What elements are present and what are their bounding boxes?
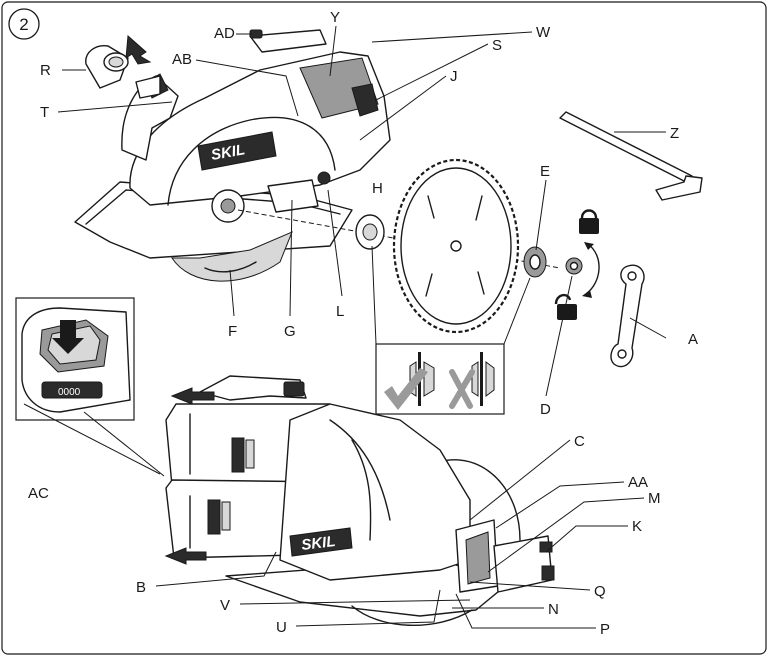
label-AC: AC <box>28 485 49 502</box>
battery-gauge-text: 0000 <box>58 387 81 398</box>
label-V: V <box>220 597 230 614</box>
brand-badge <box>197 131 277 171</box>
lock-open-icon <box>554 293 577 320</box>
label-W: W <box>536 24 551 41</box>
brand-badge-bottom <box>289 527 353 557</box>
label-S: S <box>492 37 502 54</box>
label-F: F <box>228 323 237 340</box>
hex-key <box>559 111 703 201</box>
label-G: G <box>284 323 296 340</box>
blade-orientation-inset <box>371 245 531 415</box>
label-T: T <box>40 104 49 121</box>
arrow-icon <box>170 387 215 405</box>
saw-bottom-view: SKIL <box>164 375 555 626</box>
label-A: A <box>688 331 698 348</box>
label-Y: Y <box>330 9 340 26</box>
arbor-nut <box>220 198 236 214</box>
label-P: P <box>600 621 610 638</box>
blade-bolt <box>565 257 583 275</box>
bottom-top-handle <box>199 375 307 401</box>
arrow-icon <box>164 547 207 565</box>
label-R: R <box>40 62 51 79</box>
label-Q: Q <box>594 583 606 600</box>
saw-blade <box>392 158 520 334</box>
top-handle <box>249 29 327 53</box>
figure-number-badge: 2 <box>8 8 40 40</box>
dust-adapter <box>85 45 129 89</box>
label-C: C <box>574 433 585 450</box>
label-L: L <box>336 303 344 320</box>
blade-wrench <box>610 264 645 368</box>
check-mark-icon <box>384 368 428 410</box>
label-K: K <box>632 518 642 535</box>
saw-top-view: SKIL <box>74 29 391 282</box>
label-J: J <box>450 68 458 85</box>
label-B: B <box>136 579 146 596</box>
battery-detail-inset: 0000 <box>15 297 165 477</box>
label-AB: AB <box>172 51 192 68</box>
label-E: E <box>540 163 550 180</box>
label-N: N <box>548 601 559 618</box>
cross-mark-icon <box>449 369 475 409</box>
figure-number: 2 <box>19 15 28 34</box>
bevel-bracket <box>267 179 319 213</box>
leader-lines <box>57 25 667 629</box>
part-labels: AD Y W R AB S T J Z H E L F G A D C AC A… <box>28 9 698 638</box>
label-AD: AD <box>214 25 235 42</box>
brand-text-bottom: SKIL <box>300 533 336 554</box>
label-D: D <box>540 401 551 418</box>
arrow-icon <box>52 320 84 354</box>
lower-blade-guard <box>171 231 293 282</box>
label-H: H <box>372 180 383 197</box>
brand-text-top: SKIL <box>210 141 247 164</box>
label-AA: AA <box>628 474 648 491</box>
inner-washer <box>523 246 547 278</box>
lock-closed-icon <box>579 209 599 234</box>
label-M: M <box>648 490 661 507</box>
label-U: U <box>276 619 287 636</box>
outer-washer <box>355 214 385 250</box>
label-Z: Z <box>670 125 679 142</box>
